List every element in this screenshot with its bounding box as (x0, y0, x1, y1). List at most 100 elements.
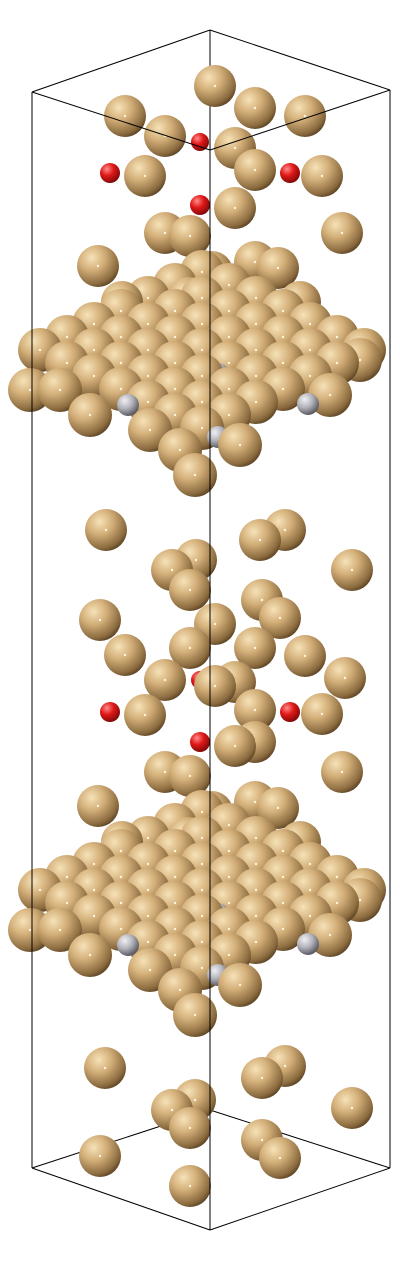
atom-center-highlight (188, 1126, 192, 1130)
atom-center-highlight (227, 361, 231, 365)
atom-center-highlight (340, 770, 344, 774)
atom-center-highlight (358, 358, 362, 362)
red-atom (280, 702, 300, 722)
atom-center-highlight (254, 862, 258, 866)
atom-center-highlight (173, 953, 177, 957)
atom-center-highlight (119, 927, 123, 931)
atom-center-highlight (281, 361, 285, 365)
atom-center-highlight (254, 888, 258, 892)
atom-center-highlight (146, 836, 150, 840)
cell-edge (31, 1167, 211, 1231)
atom-center-highlight (148, 968, 152, 972)
atom-center-highlight (146, 296, 150, 300)
atom-center-highlight (146, 322, 150, 326)
atom-center-highlight (227, 849, 231, 853)
gray-atom (117, 934, 139, 956)
atom-center-highlight (92, 374, 96, 378)
atom-center-highlight (350, 1106, 354, 1110)
atom-center-highlight (227, 823, 231, 827)
atom-center-highlight (104, 528, 108, 532)
atom-center-highlight (233, 206, 237, 210)
atom-center-highlight (281, 901, 285, 905)
red-atom (190, 195, 210, 215)
atom-center-highlight (38, 888, 42, 892)
atom-center-highlight (308, 322, 312, 326)
atom-center-highlight (227, 283, 231, 287)
atom-center-highlight (254, 914, 258, 918)
cell-edge (209, 29, 391, 91)
atom-center-highlight (343, 676, 347, 680)
atom-center-highlight (123, 653, 127, 657)
atom-center-highlight (146, 862, 150, 866)
atom-center-highlight (98, 618, 102, 622)
atom-center-highlight (260, 598, 264, 602)
atom-center-highlight (308, 862, 312, 866)
atom-center-highlight (188, 234, 192, 238)
atom-center-highlight (119, 361, 123, 365)
atom-center-highlight (278, 616, 282, 620)
atom-center-highlight (213, 684, 217, 688)
atom-center-highlight (253, 800, 257, 804)
cell-edge (209, 89, 391, 151)
cell-edge (209, 1109, 391, 1169)
atom-center-highlight (350, 568, 354, 572)
atom-center-highlight (200, 296, 204, 300)
atom-center-highlight (260, 1076, 264, 1080)
atom-center-highlight (283, 528, 287, 532)
atom-center-highlight (200, 322, 204, 326)
atom-center-highlight (188, 646, 192, 650)
atom-center-highlight (308, 914, 312, 918)
atom-center-highlight (233, 744, 237, 748)
atom-center-highlight (173, 849, 177, 853)
atom-center-highlight (119, 387, 123, 391)
atom-center-highlight (253, 168, 257, 172)
atom-center-highlight (163, 770, 167, 774)
atoms-group (8, 65, 386, 1207)
atom-center-highlight (92, 348, 96, 352)
atom-center-highlight (213, 84, 217, 88)
atom-center-highlight (193, 1098, 197, 1102)
atom-center-highlight (28, 388, 32, 392)
atom-center-highlight (173, 309, 177, 313)
red-atom (190, 732, 210, 752)
atom-center-highlight (119, 901, 123, 905)
atom-center-highlight (328, 393, 332, 397)
atom-center-highlight (200, 348, 204, 352)
atom-center-highlight (92, 914, 96, 918)
atom-center-highlight (254, 940, 258, 944)
atom-center-highlight (58, 928, 62, 932)
atom-center-highlight (65, 335, 69, 339)
atom-center-highlight (200, 400, 204, 404)
atom-center-highlight (253, 646, 257, 650)
atom-center-highlight (281, 387, 285, 391)
atom-center-highlight (92, 888, 96, 892)
atom-center-highlight (320, 712, 324, 716)
atom-center-highlight (281, 335, 285, 339)
atom-center-highlight (148, 428, 152, 432)
atom-center-highlight (178, 988, 182, 992)
atom-center-highlight (340, 231, 344, 235)
atom-center-highlight (173, 927, 177, 931)
atom-center-highlight (173, 413, 177, 417)
atom-center-highlight (188, 1184, 192, 1188)
atom-center-highlight (200, 940, 204, 944)
atom-center-highlight (146, 888, 150, 892)
atom-center-highlight (96, 804, 100, 808)
atom-center-highlight (173, 361, 177, 365)
atom-center-highlight (283, 1064, 287, 1068)
atom-center-highlight (200, 270, 204, 274)
atom-center-highlight (200, 914, 204, 918)
atom-center-highlight (200, 426, 204, 430)
atom-center-highlight (254, 400, 258, 404)
atom-center-highlight (335, 361, 339, 365)
unit-cell-front-edges (31, 89, 391, 1231)
atom-center-highlight (308, 374, 312, 378)
cell-edge (209, 1167, 391, 1231)
atom-center-highlight (188, 774, 192, 778)
atom-center-highlight (213, 622, 217, 626)
atom-center-highlight (119, 309, 123, 313)
atom-center-highlight (143, 713, 147, 717)
atom-center-highlight (335, 875, 339, 879)
atom-center-highlight (98, 1154, 102, 1158)
